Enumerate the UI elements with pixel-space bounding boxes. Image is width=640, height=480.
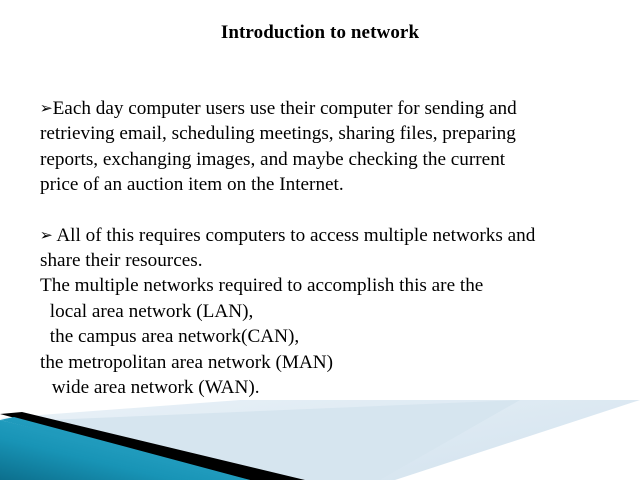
slide-body: ➢Each day computer users use their compu… [40,96,616,400]
bullet-text-line: the campus area network(CAN), [45,326,300,348]
teal-triangle [0,420,250,480]
light-blue-band [0,400,520,480]
bullet-paragraph-2: ➢ All of this requires computers to acce… [40,223,616,401]
bullet-first-line: ➢ All of this requires computers to acce… [40,223,616,248]
bullet-text-line: local area network (LAN), [45,300,254,322]
bullet-first-line: ➢Each day computer users use their compu… [40,96,616,121]
bullet-text-line: All of this requires computers to access… [52,224,536,246]
bullet-text-line: retrieving email, scheduling meetings, s… [40,123,516,145]
pale-blue-band [0,400,640,480]
bullet-text-line: The multiple networks required to accomp… [40,275,484,297]
bullet-text-line: wide area network (WAN). [47,377,260,399]
bullet-text-line: the metropolitan area network (MAN) [40,351,334,373]
arrow-bullet-icon: ➢ [39,225,53,244]
black-stripe [0,412,305,480]
arrow-bullet-icon: ➢ [39,99,53,117]
bullet-paragraph-1: ➢Each day computer users use their compu… [40,96,616,198]
teal-triangle-upper [0,417,250,480]
bullet-text-line: price of an auction item on the Internet… [40,174,344,196]
bullet-text-line: reports, exchanging images, and maybe ch… [40,148,506,170]
bullet-text-line: Each day computer users use their comput… [52,98,517,119]
page-title: Introduction to network [220,22,420,43]
bullet-text-line: share their resources. [40,250,203,272]
footer-decoration [0,400,640,480]
paragraph-spacer [40,198,616,223]
